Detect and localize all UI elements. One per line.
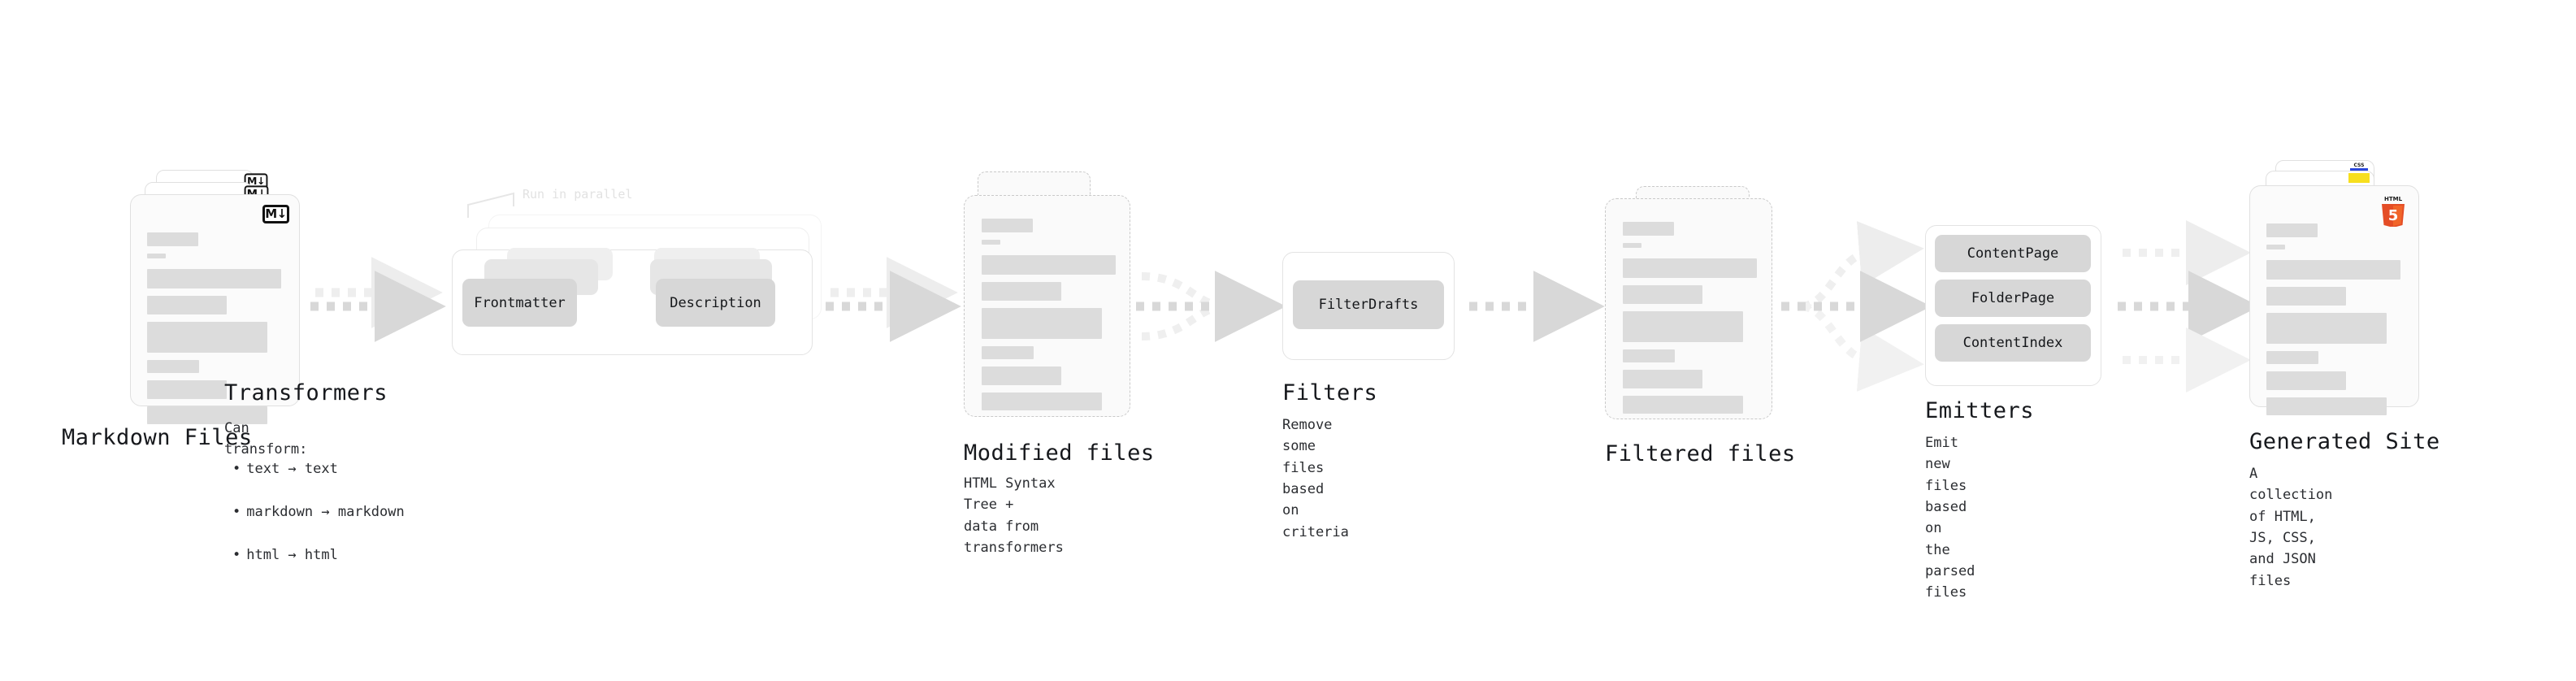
content-bar (2266, 313, 2387, 344)
content-bar (147, 269, 281, 288)
stage-label-transformers: Transformers (224, 380, 388, 406)
transformers-bullet-list: text → text markdown → markdown html → h… (232, 437, 405, 587)
svg-text:5: 5 (2388, 207, 2399, 224)
content-bar (1623, 349, 1675, 362)
emitters-node-contentpage[interactable]: ContentPage (1935, 235, 2091, 272)
modified-file-content (982, 219, 1117, 418)
emitters-description: Emit new files based on the parsed files (1925, 435, 1975, 601)
content-bar (2266, 245, 2285, 249)
content-bar (1623, 370, 1702, 388)
css-badge: CSS (2350, 163, 2368, 172)
arrow-transformers-to-modified (826, 257, 961, 342)
content-bar (1623, 311, 1743, 342)
content-bar (2266, 260, 2400, 280)
content-bar (982, 240, 1000, 245)
site-file-card-front: HTML 5 (2249, 185, 2419, 415)
svg-text:HTML: HTML (2384, 196, 2403, 202)
modified-files-description: HTML Syntax Tree + data from transformer… (964, 475, 1064, 557)
filtered-file-card-front (1605, 198, 1772, 419)
transformers-bullet-item: text → text (232, 458, 405, 479)
filters-description: Remove some files based on criteria (1282, 417, 1349, 540)
emitters-node-folderpage[interactable]: FolderPage (1935, 280, 2091, 317)
js-badge (2348, 173, 2370, 183)
filtered-file-content (1623, 222, 1759, 421)
content-bar (982, 367, 1061, 385)
content-bar (982, 282, 1061, 301)
transformer-node-description[interactable]: Description (656, 279, 775, 327)
stage-markdown-files: M↓ M↓ M↓ Markdown Files (0, 0, 341, 488)
html5-badge: HTML 5 (2379, 194, 2408, 228)
transformer-node-frontmatter[interactable]: Frontmatter (462, 279, 577, 327)
stage-label-modified-files: Modified files (964, 440, 1155, 466)
content-bar (2266, 397, 2387, 415)
arrow-filtered-to-emitters (1781, 221, 1932, 392)
transformers-description: Can transform: (224, 420, 308, 458)
content-bar (2266, 351, 2318, 364)
content-bar (2266, 287, 2346, 306)
content-bar (147, 232, 198, 246)
content-bar (147, 380, 227, 399)
content-bar (1623, 222, 1674, 236)
transformers-bullet-item: html → html (232, 544, 405, 566)
css-badge-text: CSS (2353, 163, 2365, 168)
content-bar (982, 346, 1034, 359)
content-bar (1623, 285, 1702, 304)
content-bar (147, 296, 227, 314)
content-bar (1623, 243, 1641, 248)
run-in-parallel-label: Run in parallel (523, 187, 633, 202)
content-bar (147, 322, 267, 353)
content-bar (147, 406, 267, 424)
content-bar (2266, 371, 2346, 390)
css-badge-underline (2350, 168, 2368, 171)
filters-node-filterdrafts[interactable]: FilterDrafts (1293, 280, 1444, 329)
generated-site-description: A collection of HTML, JS, CSS, and JSON … (2249, 466, 2333, 589)
content-bar (2266, 223, 2318, 237)
markdown-badge-front: M↓ (262, 205, 289, 223)
modified-file-card-front (964, 195, 1130, 417)
content-bar (982, 393, 1102, 410)
content-bar (147, 254, 166, 258)
arrow-emitters-to-site (2118, 220, 2260, 393)
markdown-file-content (147, 232, 286, 432)
stage-label-markdown-files: Markdown Files (62, 425, 253, 450)
stage-label-emitters: Emitters (1925, 398, 2035, 423)
transformers-bullet-item: markdown → markdown (232, 501, 404, 523)
stage-label-generated-site: Generated Site (2249, 429, 2440, 454)
content-bar (982, 219, 1033, 232)
content-bar (982, 308, 1102, 339)
content-bar (147, 360, 199, 373)
content-bar (982, 255, 1116, 275)
stage-label-filters: Filters (1282, 380, 1378, 406)
content-bar (1623, 258, 1757, 278)
site-file-content (2266, 223, 2405, 423)
emitters-node-contentindex[interactable]: ContentIndex (1935, 324, 2091, 362)
arrow-modified-to-filters (1136, 271, 1286, 342)
content-bar (1623, 396, 1743, 414)
stage-label-filtered-files: Filtered files (1605, 441, 1796, 466)
markdown-file-card-front: M↓ (130, 194, 300, 424)
